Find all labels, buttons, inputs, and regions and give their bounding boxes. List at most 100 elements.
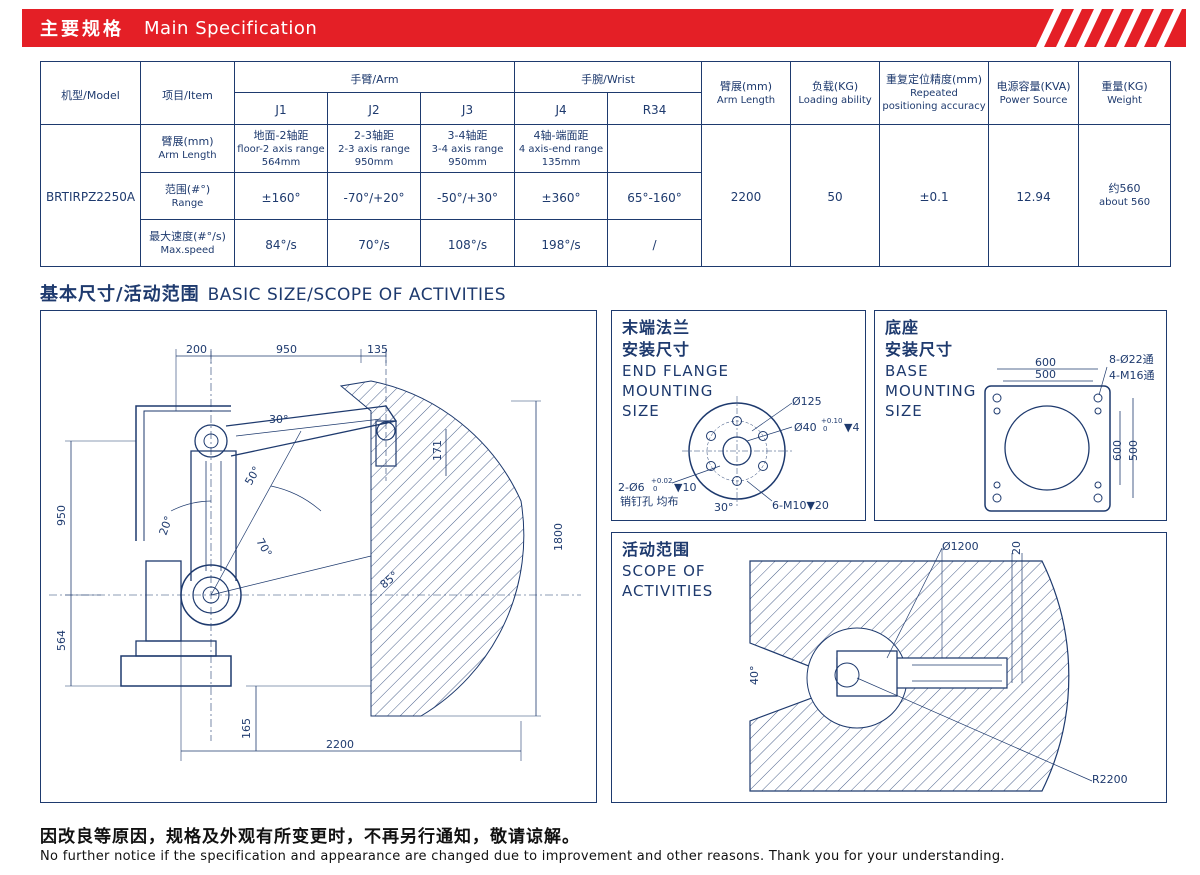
dim-165: 165 <box>240 718 253 739</box>
flange-label-en-3: SIZE <box>622 402 660 420</box>
reach-value: 2200 <box>701 124 792 267</box>
base-label-en-3: SIZE <box>885 402 923 420</box>
base-label-en-1: BASE <box>885 362 929 380</box>
base-label-en-2: MOUNTING <box>885 382 977 400</box>
spec-table: 机型/Model 项目/Item 手臂/Arm 手腕/Wrist 臂展(mm)A… <box>40 61 1172 267</box>
base-drawing: 600 500 600 500 8-Ø22通 4-M16通 <box>984 353 1154 512</box>
flange-pin-note: 销钉孔 均布 <box>620 494 679 508</box>
speed-r34: / <box>607 219 703 267</box>
dim-2200: 2200 <box>326 738 354 751</box>
load-value: 50 <box>790 124 881 267</box>
scope-panel: 活动范围 SCOPE OF ACTIVITIES Ø1200 20 40° R2… <box>611 532 1167 803</box>
base-d500-side: 500 <box>1127 440 1140 461</box>
header-reach: 臂展(mm)Arm Length <box>701 61 792 125</box>
scope-label-cn: 活动范围 <box>622 540 691 559</box>
header-title-cn: 主要规格 <box>40 19 124 40</box>
flange-label: 末端法兰 安装尺寸 END FLANGE MOUNTING SIZE <box>622 317 729 421</box>
power-value: 12.94 <box>988 124 1080 267</box>
speed-j4: 198°/s <box>514 219 609 267</box>
side-view-panel: 200 950 135 171 950 564 1800 165 2200 30… <box>40 310 597 803</box>
side-view-drawing: 200 950 135 171 950 564 1800 165 2200 30… <box>49 343 581 761</box>
base-label-cn-2: 安装尺寸 <box>885 340 954 359</box>
scope-r2200: R2200 <box>1092 773 1128 786</box>
dim-171: 171 <box>431 440 444 461</box>
header-bar: 主要规格 Main Specification <box>22 9 1186 47</box>
flange-angle: 30° <box>714 501 734 514</box>
flange-label-cn-2: 安装尺寸 <box>622 340 691 359</box>
flange-label-en-2: MOUNTING <box>622 382 714 400</box>
header-axis-j1: J1 <box>234 92 328 125</box>
header-weight: 重量(KG)Weight <box>1078 61 1172 125</box>
angle-30: 30° <box>269 413 289 426</box>
model-cell: BRTIRPZ2250A <box>40 124 141 267</box>
base-label-cn-1: 底座 <box>885 318 920 337</box>
flange-d40-depth: ▼4 <box>844 421 859 434</box>
section-title: 基本尺寸/活动范围 BASIC SIZE/SCOPE OF ACTIVITIES <box>40 280 506 306</box>
flange-m10: 6-M10▼20 <box>772 499 829 512</box>
flange-label-en-1: END FLANGE <box>622 362 729 380</box>
footer-notice-en: No further notice if the specification a… <box>40 849 1005 864</box>
base-threads: 4-M16通 <box>1109 369 1154 382</box>
flange-drawing: Ø125 Ø40 +0.10 0 ▼4 2-Ø6 +0.02 0 ▼10 销钉孔… <box>618 395 859 514</box>
flange-d40-tol2: 0 <box>823 425 827 433</box>
angle-20: 20° <box>157 514 176 537</box>
base-label: 底座 安装尺寸 BASE MOUNTING SIZE <box>885 317 976 421</box>
header-wrist-group: 手腕/Wrist <box>514 61 703 93</box>
header-load: 负载(KG)Loading ability <box>790 61 881 125</box>
header-item: 项目/Item <box>140 61 235 125</box>
row-label-range: 范围(#°)Range <box>140 172 235 220</box>
flange-d125: Ø125 <box>792 395 822 408</box>
scope-label: 活动范围 SCOPE OF ACTIVITIES <box>622 539 713 601</box>
base-d500-top: 500 <box>1035 368 1056 381</box>
header-stripes-decoration <box>1036 9 1182 47</box>
work-envelope-hatch <box>339 380 525 717</box>
scope-label-en-2: ACTIVITIES <box>622 582 714 600</box>
flange-panel: 末端法兰 安装尺寸 END FLANGE MOUNTING SIZE Ø125 … <box>611 310 866 521</box>
dim-135: 135 <box>367 343 388 356</box>
flange-pin-tol: +0.02 <box>651 477 672 485</box>
header-axis-r34: R34 <box>607 92 703 125</box>
range-j1: ±160° <box>234 172 328 220</box>
flange-d40-tol: +0.10 <box>821 417 842 425</box>
angle-70: 70° <box>253 536 274 559</box>
header-arm-group: 手臂/Arm <box>233 61 516 93</box>
row-label-armlen: 臂展(mm)Arm Length <box>140 124 235 173</box>
range-j3: -50°/+30° <box>419 172 516 220</box>
header-axis-j4: J4 <box>514 92 609 125</box>
section-title-en: BASIC SIZE/SCOPE OF ACTIVITIES <box>207 285 507 305</box>
footer-notice-cn: 因改良等原因，规格及外观有所变更时，不再另行通知，敬请谅解。 <box>40 827 580 847</box>
speed-j3: 108°/s <box>419 219 516 267</box>
flange-pin-depth: ▼10 <box>674 481 696 494</box>
range-j4: ±360° <box>514 172 609 220</box>
section-title-cn: 基本尺寸/活动范围 <box>40 284 200 305</box>
scope-label-en-1: SCOPE OF <box>622 562 706 580</box>
range-r34: 65°-160° <box>607 172 703 220</box>
flange-label-cn-1: 末端法兰 <box>622 318 691 337</box>
row-label-speed: 最大速度(#°/s)Max.speed <box>140 219 235 267</box>
dim-1800: 1800 <box>552 523 565 551</box>
angle-50: 50° <box>242 464 263 487</box>
header-power: 电源容量(KVA)Power Source <box>988 61 1080 125</box>
dim-564: 564 <box>55 630 68 651</box>
header-title-en: Main Specification <box>144 17 318 39</box>
dim-950-left: 950 <box>55 505 68 526</box>
flange-pin: 2-Ø6 <box>618 481 645 494</box>
base-d600-top: 600 <box>1035 356 1056 369</box>
scope-d1200: Ø1200 <box>942 540 979 553</box>
header-axis-j2: J2 <box>327 92 421 125</box>
scope-d20: 20 <box>1010 541 1023 555</box>
base-holes: 8-Ø22通 <box>1109 353 1154 366</box>
dim-200: 200 <box>186 343 207 356</box>
speed-j2: 70°/s <box>327 219 421 267</box>
header-repeat: 重复定位精度(mm)Repeated positioning accuracy <box>879 61 990 125</box>
base-panel: 底座 安装尺寸 BASE MOUNTING SIZE 600 500 600 5… <box>874 310 1167 521</box>
header-model: 机型/Model <box>40 61 141 125</box>
speed-j1: 84°/s <box>234 219 328 267</box>
dim-950-top: 950 <box>276 343 297 356</box>
scope-a40: 40° <box>748 666 761 686</box>
